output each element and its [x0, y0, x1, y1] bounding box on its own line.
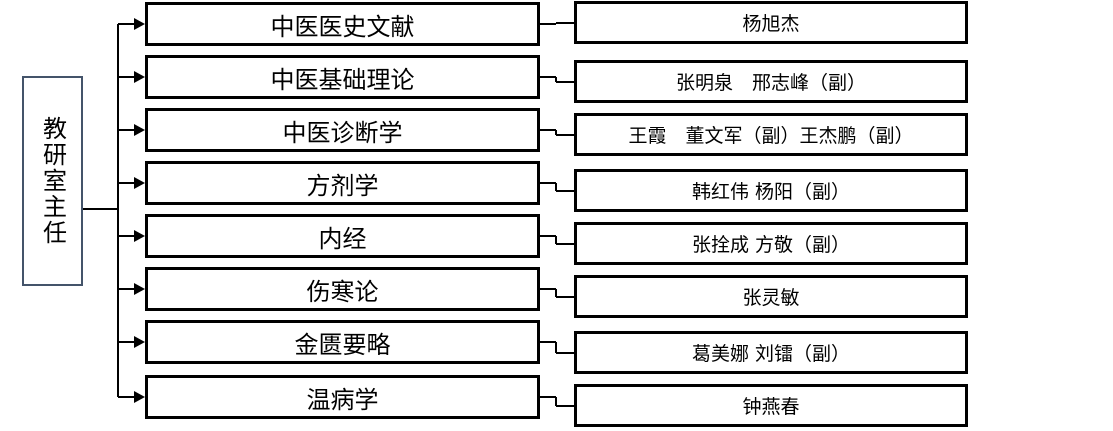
director-box: 王霞 董文军（副）王杰鹏（副） — [574, 113, 968, 156]
arrowhead — [134, 391, 145, 403]
director-box: 杨旭杰 — [574, 1, 968, 44]
arrowhead — [134, 230, 145, 242]
department-box: 伤寒论 — [145, 267, 540, 311]
arrowhead — [134, 283, 145, 295]
arrowhead — [134, 177, 145, 189]
arrowhead — [134, 336, 145, 348]
director-box: 张明泉 邢志峰（副） — [574, 60, 968, 103]
department-box: 中医医史文献 — [145, 2, 540, 46]
arrowhead — [134, 124, 145, 136]
department-box: 中医诊断学 — [145, 108, 540, 152]
department-box: 温病学 — [145, 375, 540, 419]
department-box: 金匮要略 — [145, 320, 540, 364]
arrowhead — [134, 71, 145, 83]
director-box: 韩红伟 杨阳（副） — [574, 169, 968, 212]
arrowhead — [134, 18, 145, 30]
director-box: 钟燕春 — [574, 384, 968, 427]
root-node-director: 教研室主任 — [22, 76, 83, 286]
director-box: 葛美娜 刘镭（副） — [574, 331, 968, 374]
director-box: 张灵敏 — [574, 275, 968, 318]
department-box: 方剂学 — [145, 161, 540, 205]
director-box: 张拴成 方敬（副） — [574, 222, 968, 265]
department-box: 中医基础理论 — [145, 55, 540, 99]
department-box: 内经 — [145, 214, 540, 258]
